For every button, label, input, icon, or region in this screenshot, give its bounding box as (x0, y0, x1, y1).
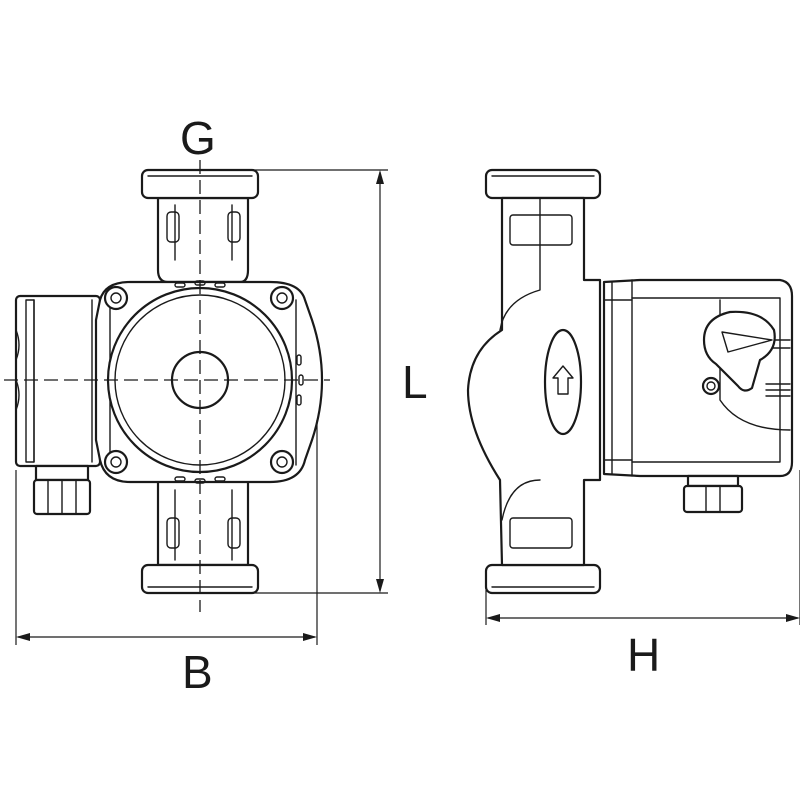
arrow-up-icon (552, 365, 574, 395)
side-bottom-flange (484, 563, 602, 595)
side-flow-window (543, 328, 583, 436)
label-g: G (180, 112, 216, 164)
front-upper-neck (156, 196, 250, 284)
label-l: L (402, 356, 428, 408)
label-b: B (182, 646, 213, 698)
front-cable-gland (32, 464, 92, 516)
side-view (466, 168, 794, 595)
side-top-flange (484, 168, 602, 200)
front-view (4, 160, 330, 612)
front-lower-neck (156, 478, 250, 567)
side-indicator-light (701, 376, 721, 396)
speed-selector-knob-icon (702, 310, 776, 392)
side-pump-housing (466, 196, 602, 567)
dimension-lines (15, 169, 800, 645)
label-h: H (627, 629, 660, 681)
front-terminal-box (14, 294, 102, 468)
side-cable-gland (682, 474, 744, 514)
